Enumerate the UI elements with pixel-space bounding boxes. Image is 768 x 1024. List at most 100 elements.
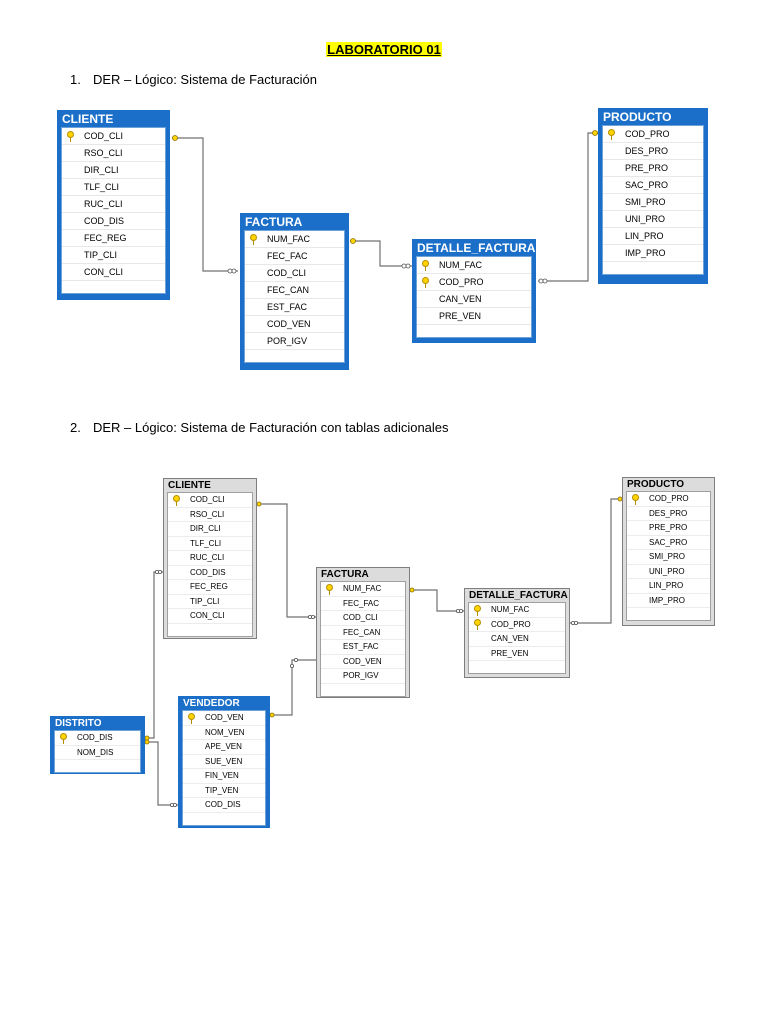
column-row[interactable]: COD_CLI xyxy=(62,128,165,145)
column-row[interactable]: FEC_REG xyxy=(168,580,252,595)
rel-vendedor-factura xyxy=(270,659,316,716)
key-end-8 xyxy=(144,739,150,745)
column-row[interactable]: POR_IGV xyxy=(321,669,405,684)
column-row[interactable]: PRE_VEN xyxy=(469,647,565,661)
table-header: CLIENTE xyxy=(168,480,211,491)
column-row[interactable]: COD_PRO xyxy=(627,492,710,507)
column-row[interactable]: IMP_PRO xyxy=(627,594,710,608)
column-row[interactable]: COD_DIS xyxy=(62,213,165,230)
column-row[interactable]: COD_PRO xyxy=(603,126,703,143)
column-row[interactable]: DIR_CLI xyxy=(62,162,165,179)
column-row[interactable]: COD_CLI xyxy=(245,265,344,282)
column-name: PRE_PRO xyxy=(649,523,688,532)
column-row[interactable]: UNI_PRO xyxy=(603,211,703,228)
column-row[interactable]: PRE_PRO xyxy=(627,521,710,536)
column-row[interactable]: CON_CLI xyxy=(62,264,165,281)
column-row[interactable]: TLF_CLI xyxy=(62,179,165,196)
primary-key-icon xyxy=(422,277,429,288)
column-name: IMP_PRO xyxy=(649,595,686,605)
column-row[interactable]: POR_IGV xyxy=(245,333,344,350)
column-row[interactable]: NOM_DIS xyxy=(55,746,140,760)
column-row[interactable]: RSO_CLI xyxy=(62,145,165,162)
column-row[interactable]: DES_PRO xyxy=(603,143,703,160)
column-row[interactable]: FIN_VEN xyxy=(183,769,265,784)
column-row[interactable]: SMI_PRO xyxy=(627,550,710,565)
column-row[interactable]: PRE_PRO xyxy=(603,160,703,177)
column-row[interactable]: NUM_FAC xyxy=(245,231,344,248)
column-name: CON_CLI xyxy=(190,611,225,620)
column-row[interactable]: COD_DIS xyxy=(168,566,252,580)
column-row[interactable]: SUE_VEN xyxy=(183,755,265,769)
column-row[interactable]: COD_DIS xyxy=(55,731,140,746)
column-row[interactable]: SMI_PRO xyxy=(603,194,703,211)
column-row[interactable]: EST_FAC xyxy=(245,299,344,316)
column-name: EST_FAC xyxy=(343,642,379,651)
column-row[interactable]: TLF_CLI xyxy=(168,537,252,551)
column-name: COD_PRO xyxy=(625,129,670,139)
column-row[interactable]: IMP_PRO xyxy=(603,245,703,262)
column-row[interactable]: CAN_VEN xyxy=(417,291,531,308)
column-row[interactable]: COD_CLI xyxy=(321,611,405,626)
column-name: COD_DIS xyxy=(77,733,113,742)
many-end-4a xyxy=(307,615,312,620)
column-row[interactable]: NUM_FAC xyxy=(417,257,531,274)
column-row[interactable]: UNI_PRO xyxy=(627,565,710,579)
column-row[interactable]: NUM_FAC xyxy=(321,582,405,597)
column-row[interactable]: COD_PRO xyxy=(417,274,531,291)
column-row[interactable]: SAC_PRO xyxy=(603,177,703,194)
column-row[interactable]: COD_VEN xyxy=(321,655,405,669)
column-row[interactable]: COD_PRO xyxy=(469,618,565,632)
column-row[interactable]: FEC_FAC xyxy=(245,248,344,265)
column-row[interactable]: COD_DIS xyxy=(183,798,265,813)
document-title-text: LABORATORIO 01 xyxy=(326,42,442,57)
column-row[interactable]: APE_VEN xyxy=(183,740,265,755)
column-row[interactable]: COD_VEN xyxy=(183,711,265,726)
column-row[interactable]: TIP_CLI xyxy=(62,247,165,264)
many-end-8a xyxy=(169,803,174,808)
column-row[interactable]: RUC_CLI xyxy=(168,551,252,566)
column-row[interactable]: FEC_REG xyxy=(62,230,165,247)
primary-key-icon xyxy=(173,494,180,506)
column-row[interactable]: LIN_PRO xyxy=(627,579,710,594)
column-row[interactable]: SAC_PRO xyxy=(627,536,710,550)
column-row[interactable]: TIP_CLI xyxy=(168,595,252,609)
column-row[interactable]: CON_CLI xyxy=(168,609,252,624)
column-row[interactable]: FEC_CAN xyxy=(321,626,405,640)
column-row[interactable]: LIN_PRO xyxy=(603,228,703,245)
column-row[interactable]: RSO_CLI xyxy=(168,508,252,522)
column-row[interactable]: FEC_CAN xyxy=(245,282,344,299)
column-row[interactable]: COD_CLI xyxy=(168,493,252,508)
column-name: TLF_CLI xyxy=(190,538,222,548)
column-row[interactable]: PRE_VEN xyxy=(417,308,531,325)
section-1-heading: 1.DER – Lógico: Sistema de Facturación xyxy=(70,72,317,87)
column-row[interactable]: DES_PRO xyxy=(627,507,710,521)
column-row[interactable]: NUM_FAC xyxy=(469,603,565,618)
primary-key-icon xyxy=(608,129,615,140)
column-row[interactable]: EST_FAC xyxy=(321,640,405,655)
column-name: PRE_VEN xyxy=(491,648,529,658)
primary-key-icon xyxy=(474,619,481,631)
column-row[interactable]: RUC_CLI xyxy=(62,196,165,213)
column-row[interactable]: FEC_FAC xyxy=(321,597,405,611)
column-row[interactable]: TIP_VEN xyxy=(183,784,265,798)
column-row[interactable]: CAN_VEN xyxy=(469,632,565,647)
column-name: POR_IGV xyxy=(343,671,379,680)
column-row[interactable]: COD_VEN xyxy=(245,316,344,333)
column-row[interactable]: NOM_VEN xyxy=(183,726,265,740)
column-row[interactable]: DIR_CLI xyxy=(168,522,252,537)
column-name: DES_PRO xyxy=(625,146,669,156)
many-end-5b xyxy=(458,609,463,614)
column-name: UNI_PRO xyxy=(625,214,666,224)
many-end-6a xyxy=(571,621,576,626)
